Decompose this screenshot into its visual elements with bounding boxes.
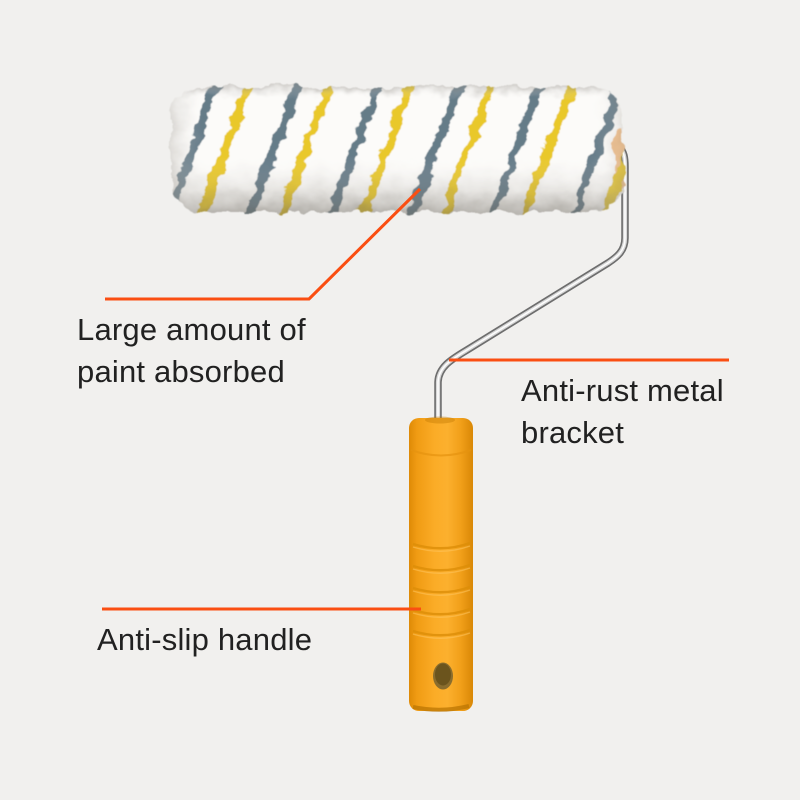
label-line: bracket (521, 415, 625, 450)
handle-grip-ridge (412, 563, 471, 572)
callout-lines (102, 187, 729, 611)
handle-hang-hole-inner (435, 663, 451, 686)
handle-grip-ridge (412, 628, 471, 637)
handle-bottom-shadow (412, 704, 470, 712)
handle-grip-highlights (412, 545, 471, 639)
handle (409, 416, 473, 712)
roller-sleeve (171, 87, 623, 212)
metal-bracket-wire (434, 143, 629, 425)
label-line: Anti-rust metal (521, 373, 724, 408)
handle-grip-ridges (412, 541, 471, 637)
handle-top-shadow (425, 416, 455, 424)
handle-grip-ridge (412, 607, 471, 616)
label-line: Anti-slip handle (97, 622, 313, 657)
handle-grip-ridge (412, 541, 471, 550)
label-line: Large amount of (77, 312, 306, 347)
label-anti-slip-handle: Anti-slip handle (97, 619, 312, 661)
handle-seam (410, 449, 472, 457)
roller-end-shading (171, 87, 623, 212)
label-line: paint absorbed (77, 354, 285, 389)
label-metal-bracket: Anti-rust metal bracket (521, 370, 724, 454)
callout-line-paint-absorbed (105, 187, 422, 301)
handle-grip-ridge (412, 585, 471, 594)
handle-body (409, 418, 473, 711)
label-paint-absorbed: Large amount of paint absorbed (77, 309, 306, 393)
